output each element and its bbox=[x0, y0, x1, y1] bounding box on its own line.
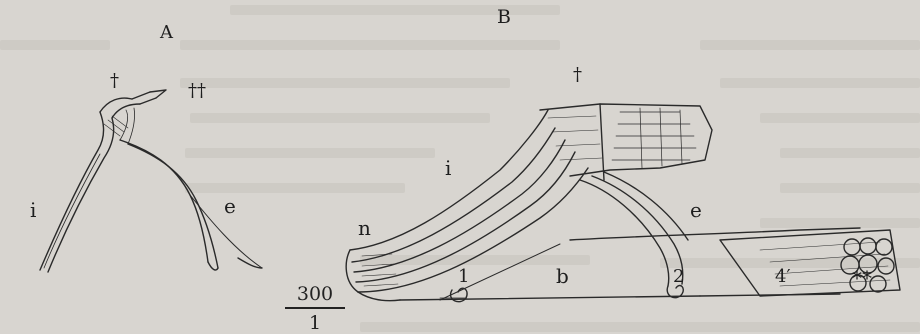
panel-a-dagger-label: † bbox=[110, 72, 119, 90]
panel-a-double-dagger-label: †† bbox=[188, 82, 206, 100]
panel-b-dagger-label: † bbox=[573, 66, 582, 84]
panel-b-i-label: i bbox=[445, 158, 451, 178]
panel-b-stars-label: ** bbox=[852, 268, 872, 288]
panel-b-e-label: e bbox=[690, 200, 702, 220]
panel-b-4prime-label: 4′ bbox=[775, 268, 791, 286]
panel-b-2-label: 2 bbox=[673, 268, 684, 286]
panel-a-e-label: e bbox=[224, 196, 236, 216]
fraction-bar bbox=[285, 307, 345, 309]
panel-a-drawing bbox=[40, 90, 262, 272]
panel-a-i-label: i bbox=[30, 200, 36, 220]
panel-b-drawing bbox=[346, 104, 900, 302]
panel-b-n-label: n bbox=[358, 218, 371, 238]
magnification-fraction: 300 1 bbox=[285, 283, 345, 334]
panel-b-b-label: b bbox=[556, 266, 569, 286]
panel-a-title: A bbox=[160, 24, 173, 42]
magnification-numerator: 300 bbox=[285, 283, 345, 305]
panel-b-title: B bbox=[497, 8, 511, 27]
panel-b-1-label: 1 bbox=[458, 268, 469, 286]
